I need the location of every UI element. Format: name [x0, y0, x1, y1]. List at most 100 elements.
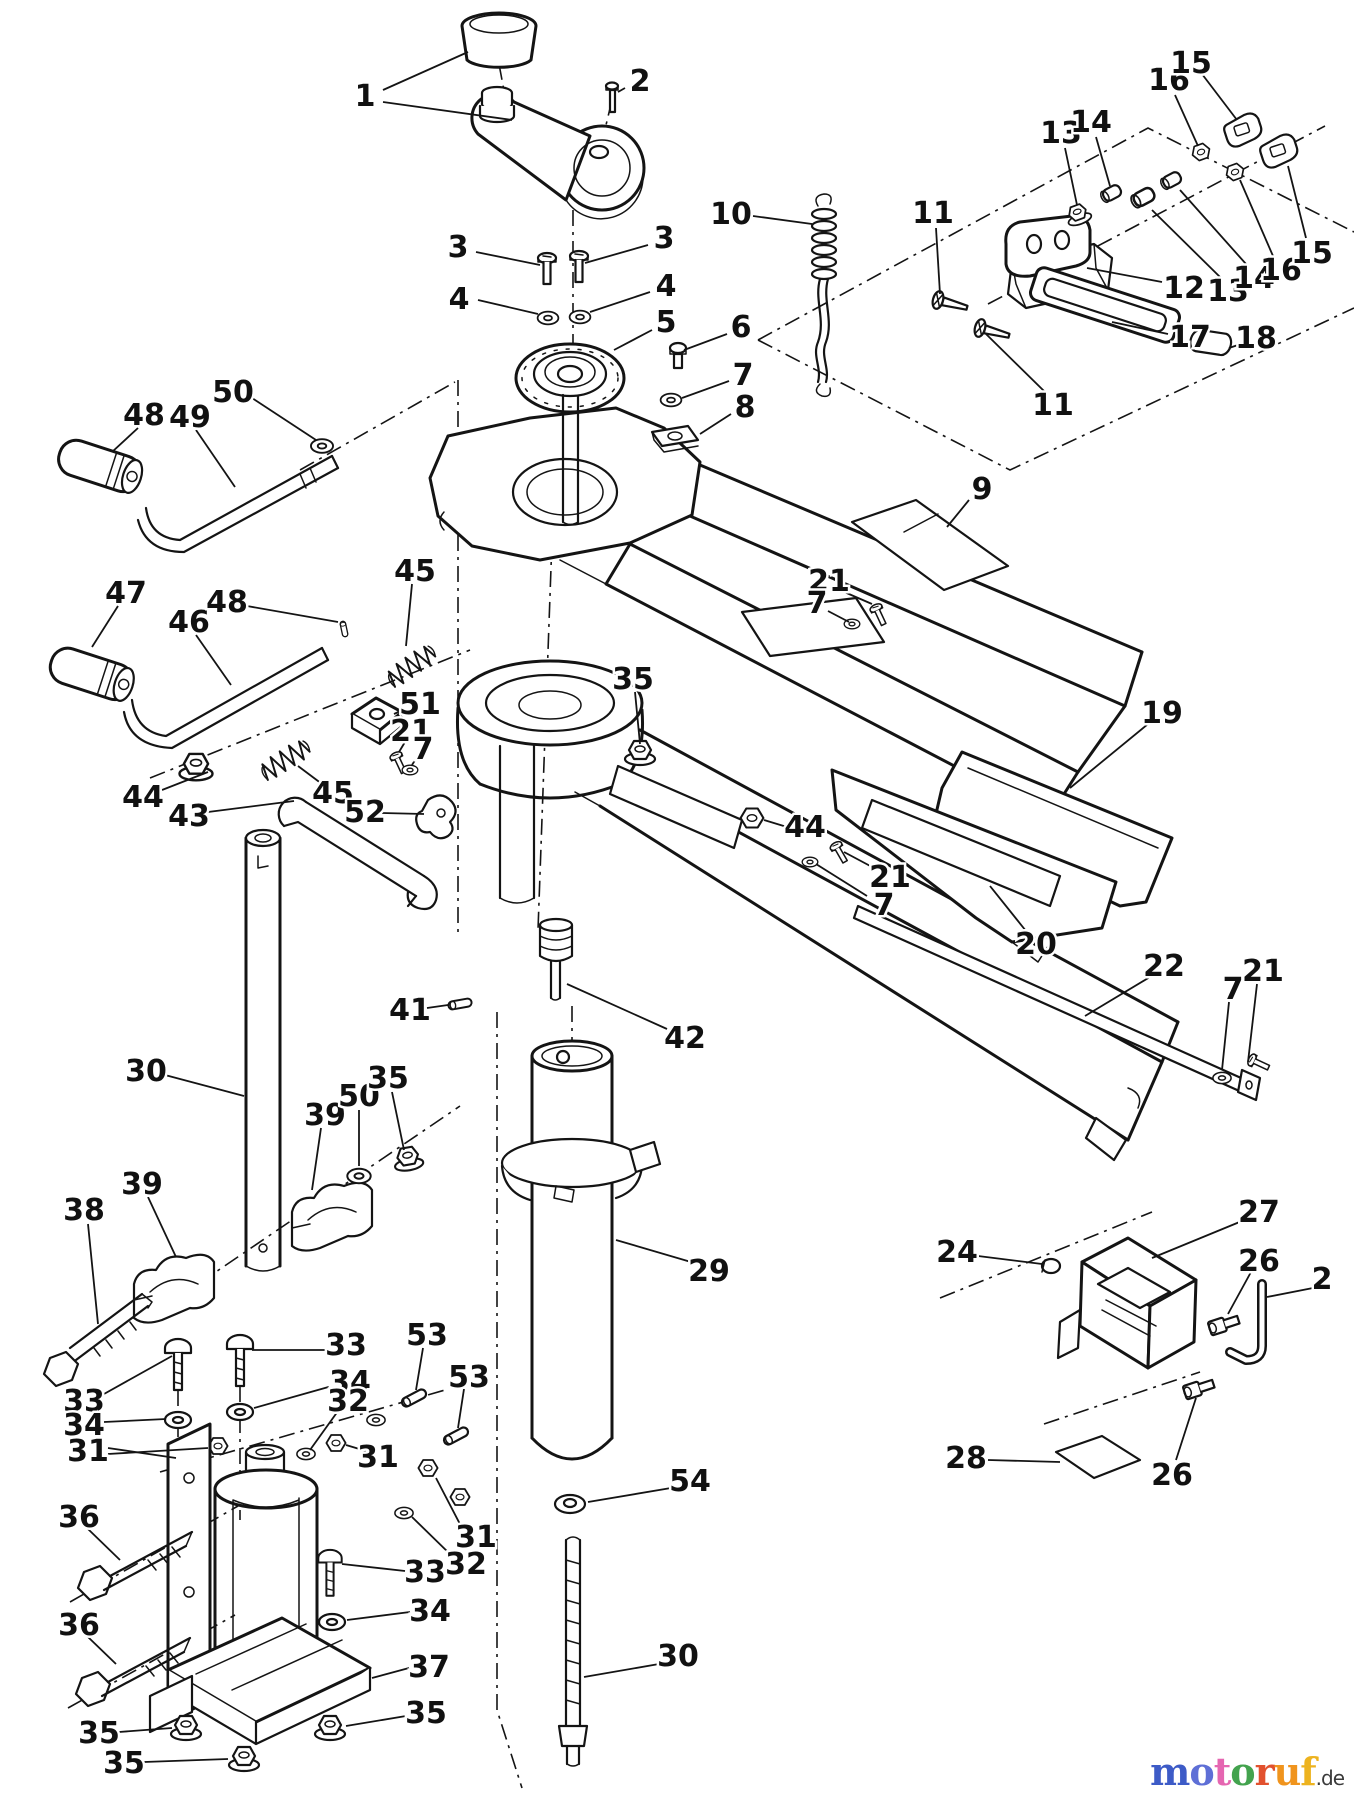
leader-line-8	[699, 413, 732, 435]
part-callout-31: 31	[357, 1440, 399, 1475]
plate-12	[1004, 214, 1092, 278]
washer-7b	[801, 856, 819, 868]
leader-line-50	[251, 397, 317, 441]
leader-line-21	[398, 741, 406, 753]
part-callout-32: 32	[327, 1384, 369, 1419]
leader-line-43	[207, 800, 295, 813]
washer-4a	[536, 310, 560, 326]
leader-line-14	[1095, 136, 1111, 187]
leader-line-13	[1151, 209, 1221, 278]
part-callout-30: 30	[657, 1639, 699, 1674]
leader-line-46	[195, 634, 232, 686]
leader-line-22	[1084, 976, 1151, 1017]
clamp-39a	[132, 1253, 216, 1324]
leader-line-27	[1151, 1220, 1243, 1259]
leader-line-31	[435, 1477, 463, 1529]
part-callout-18: 18	[1235, 321, 1277, 356]
leader-line-35	[391, 1091, 405, 1151]
part-callout-33: 33	[63, 1384, 105, 1419]
part-callout-2: 2	[1312, 1262, 1333, 1297]
handle-rods	[48, 438, 457, 911]
part-callout-8: 8	[735, 390, 756, 425]
allen-key-2	[1225, 1279, 1267, 1365]
part-callout-39: 39	[121, 1167, 163, 1202]
part-callout-21: 21	[1242, 954, 1284, 989]
part-callout-34: 34	[409, 1594, 451, 1629]
washer-32c	[394, 1506, 414, 1520]
leader-line-54	[587, 1487, 672, 1503]
part-callout-7: 7	[874, 888, 895, 923]
center-column	[446, 744, 662, 1767]
part-callout-43: 43	[168, 799, 210, 834]
leader-line-1	[382, 51, 469, 91]
washer-34c	[317, 1612, 347, 1632]
leader-line-20	[989, 885, 1027, 932]
part-callout-28: 28	[945, 1441, 987, 1476]
part-callout-7: 7	[1223, 972, 1244, 1007]
leader-line-7	[827, 610, 850, 623]
part-callout-51: 51	[399, 687, 441, 722]
leader-line-16	[1239, 179, 1274, 257]
spacer-14a	[1097, 182, 1124, 205]
leader-line-32	[411, 1516, 453, 1557]
leader-line-24	[977, 1255, 1043, 1265]
part-callout-53: 53	[448, 1360, 490, 1395]
bushing-24	[1040, 1257, 1062, 1275]
leader-line-35	[118, 1727, 173, 1733]
part-callout-9: 9	[972, 472, 993, 507]
part-callout-30: 30	[125, 1054, 167, 1089]
screw-26a	[1206, 1311, 1242, 1337]
leader-line-15	[1201, 73, 1238, 121]
nut-31d	[417, 1459, 439, 1477]
decal-9	[850, 498, 1010, 592]
logo-letter-t: t	[1213, 1749, 1232, 1794]
leader-line-11	[935, 227, 941, 295]
part-callout-13: 13	[1207, 274, 1249, 309]
screw-26b	[1181, 1375, 1217, 1401]
crank-handle-assembly	[460, 11, 646, 220]
part-callout-35: 35	[405, 1696, 447, 1731]
leader-line-3	[475, 251, 541, 266]
part-callout-31: 31	[67, 1434, 109, 1469]
part-callout-35: 35	[367, 1061, 409, 1096]
nut-35e	[313, 1714, 347, 1742]
part-callout-21: 21	[390, 714, 432, 749]
part-callout-11: 11	[1032, 388, 1074, 423]
part-callout-11: 11	[912, 196, 954, 231]
leader-line-35	[143, 1758, 229, 1763]
nut-31c	[325, 1434, 347, 1452]
coupler-42	[538, 917, 574, 1001]
leader-line-26	[1227, 1271, 1252, 1315]
part-callout-7: 7	[807, 586, 828, 621]
washer-32a	[296, 1447, 316, 1461]
leader-line-53	[415, 1347, 424, 1391]
leader-line-35	[634, 691, 641, 745]
washer-54	[553, 1493, 587, 1515]
motoruf-logo: motoruf.de	[1150, 1749, 1345, 1794]
leader-line-31	[107, 1447, 209, 1455]
upper-arm-housing	[428, 406, 1144, 818]
leader-line-16	[1174, 94, 1199, 147]
part-callout-52: 52	[344, 795, 386, 830]
part-callout-7: 7	[733, 358, 754, 393]
logo-letter-r: r	[1254, 1749, 1275, 1794]
nut-16b	[1223, 161, 1247, 183]
leader-line-29	[615, 1239, 692, 1263]
part-callout-36: 36	[58, 1608, 100, 1643]
leader-line-30	[583, 1663, 660, 1678]
part-callout-36: 36	[58, 1500, 100, 1535]
leader-line-2	[1266, 1287, 1314, 1298]
lag-bolt-38	[42, 1292, 153, 1388]
part-callout-33: 33	[404, 1555, 446, 1590]
part-callout-14: 14	[1233, 261, 1275, 296]
leader-line-38	[87, 1223, 99, 1325]
part-callout-13: 13	[1040, 116, 1082, 151]
leader-line-42	[566, 983, 668, 1030]
leader-line-13	[1064, 147, 1078, 206]
logo-letter-o: o	[1189, 1749, 1214, 1794]
part-callout-53: 53	[406, 1318, 448, 1353]
part-callout-10: 10	[710, 197, 752, 232]
clamp-39b	[290, 1181, 374, 1252]
